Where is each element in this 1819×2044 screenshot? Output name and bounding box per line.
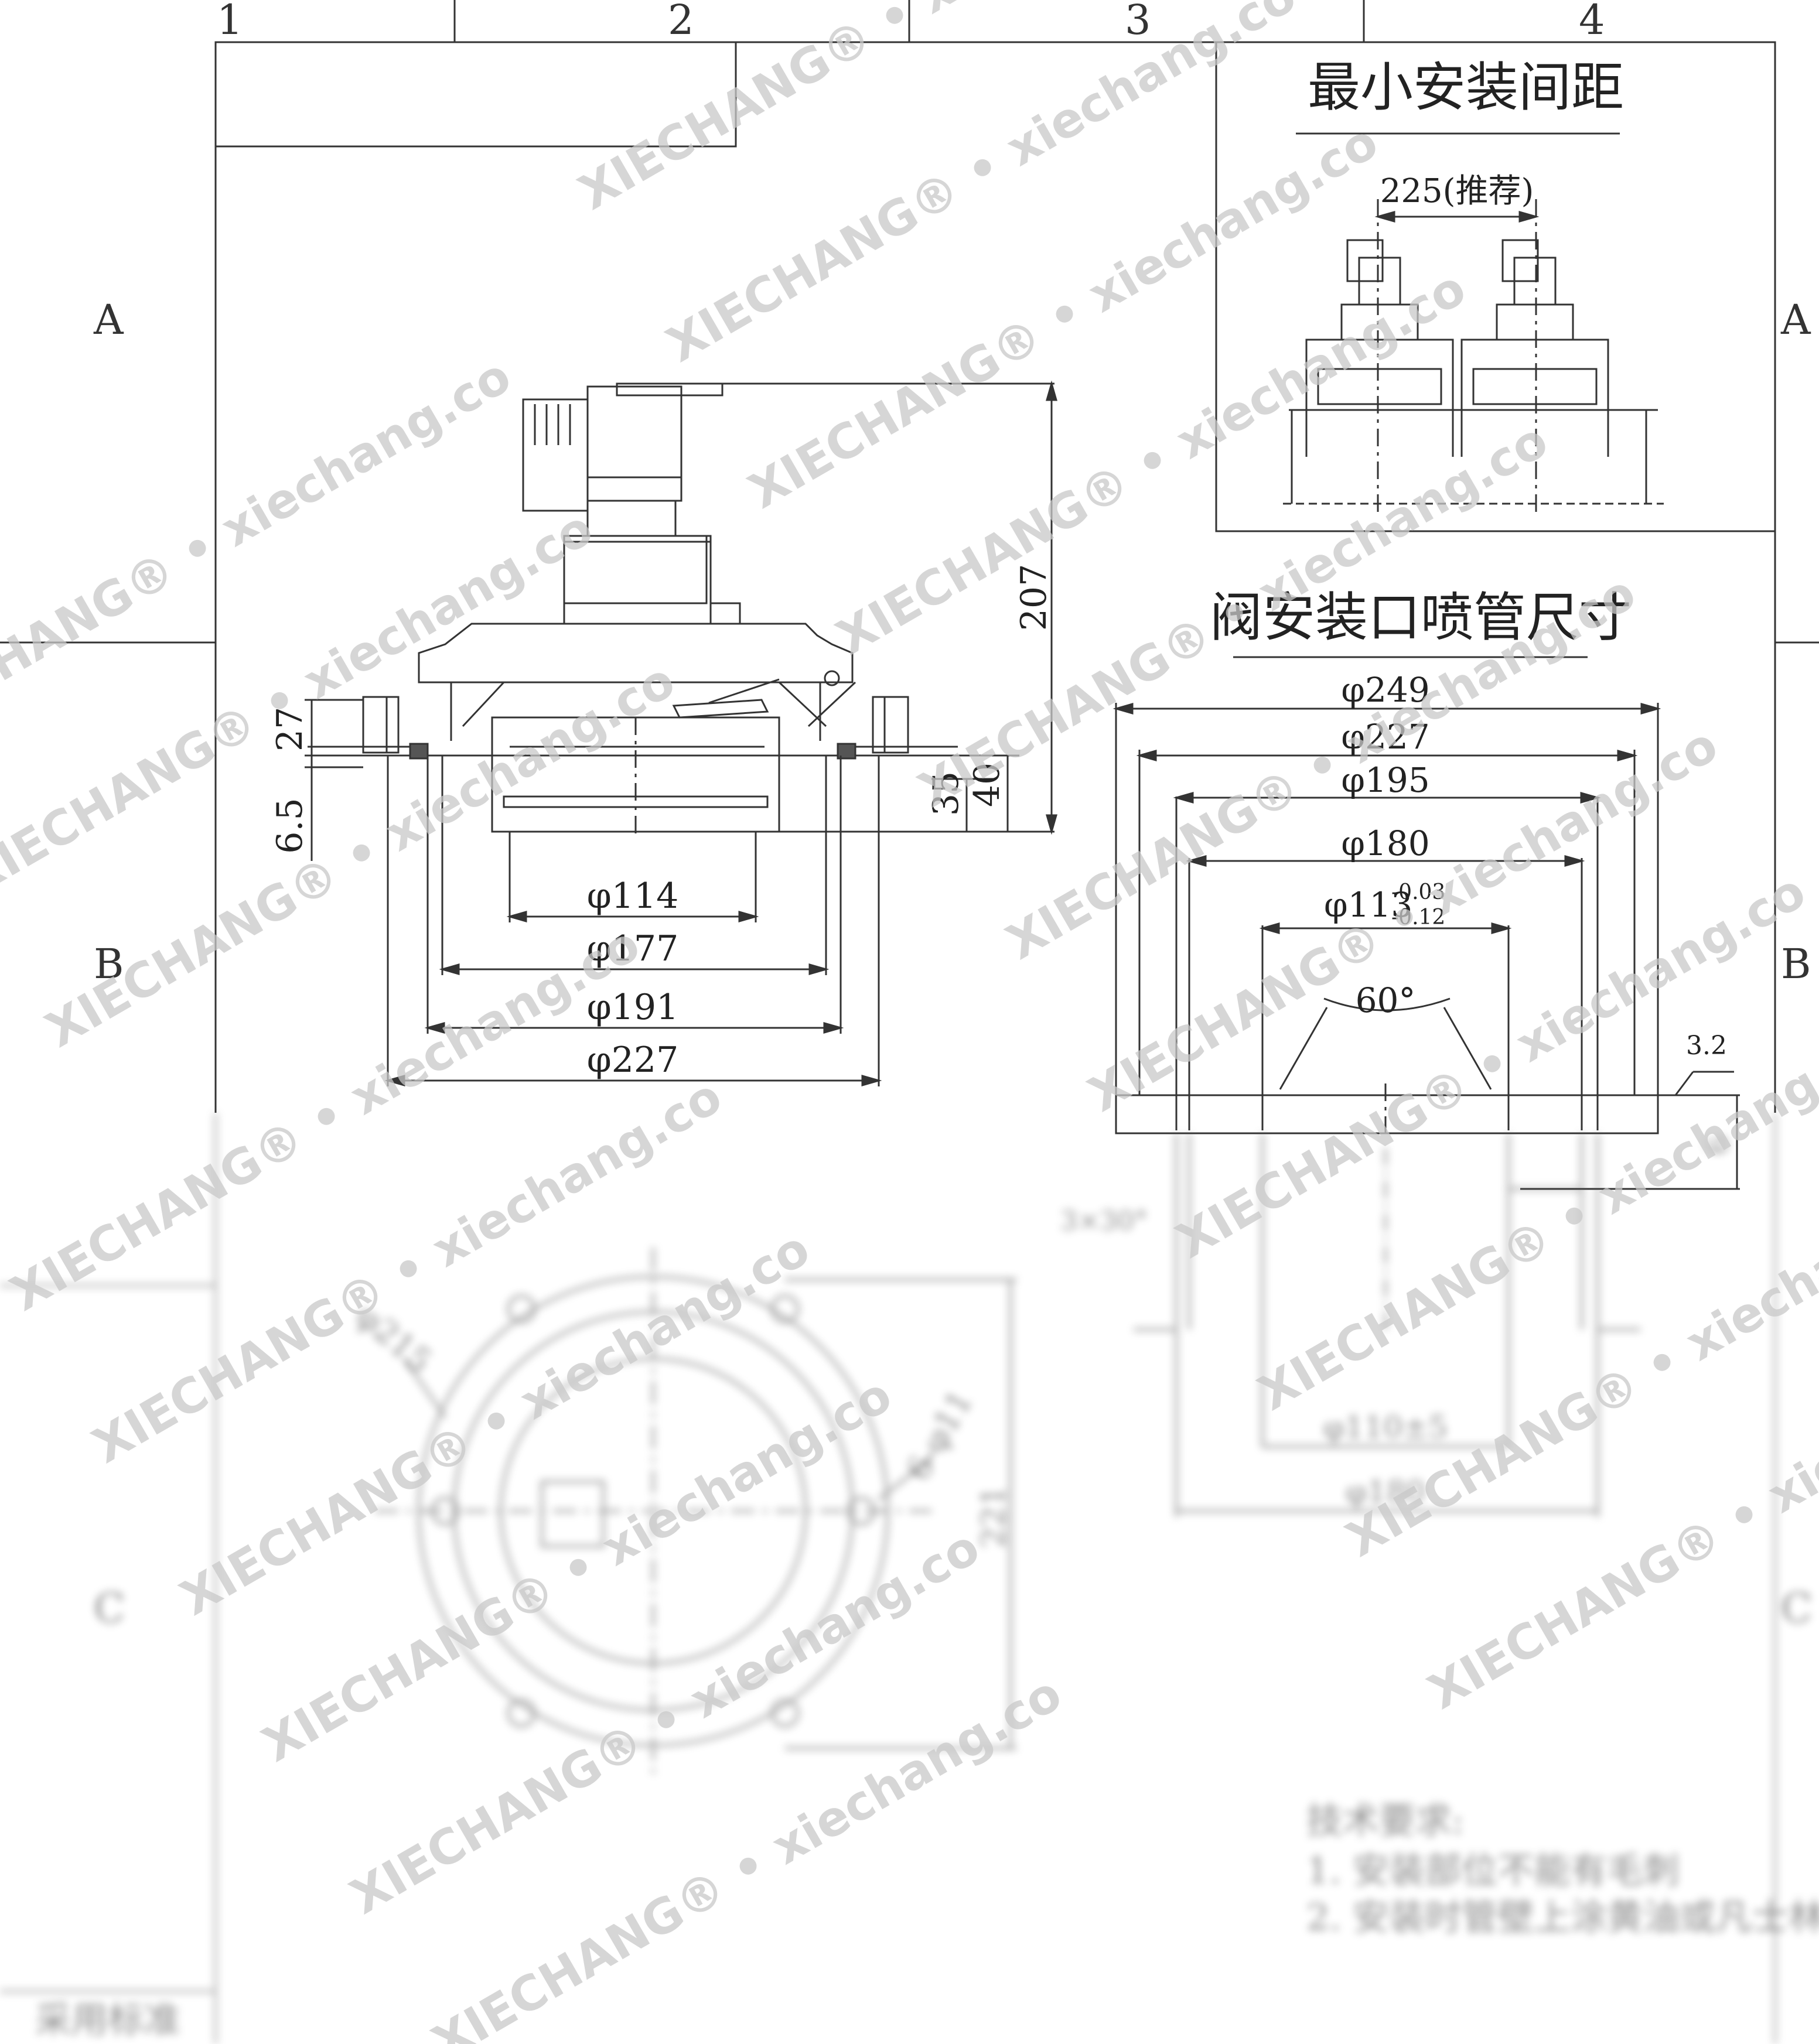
- dim-tolerance-lower: -0.12: [1391, 905, 1445, 929]
- min-spacing-title: 最小安装间距: [1308, 57, 1624, 118]
- pipe-mount-section: 阀安装口喷管尺寸: [1112, 587, 1740, 1190]
- dim-dia-227: φ227: [587, 1040, 679, 1081]
- min-spacing-dimension: 225(推荐): [1380, 172, 1534, 210]
- dim-dia-177: φ177: [587, 928, 679, 969]
- dim-dia-bottom: φ180: [1346, 1475, 1425, 1510]
- dim-dia-195: φ195: [1341, 760, 1429, 800]
- tech-requirement-2: 2. 安装时管壁上涂黄油或凡士林: [1306, 1896, 1819, 1939]
- dim-angle-60: 60°: [1356, 980, 1416, 1020]
- standard-label: 采用标准: [35, 1998, 180, 2041]
- zone-column-3: 3: [1125, 0, 1151, 44]
- zone-column-4: 4: [1579, 0, 1605, 44]
- zone-column-1: 1: [217, 0, 243, 44]
- dim-dia-110: φ110±5: [1323, 1410, 1448, 1445]
- drawing-frame-lower: [0, 1113, 1776, 2044]
- zone-row-a-right: A: [1780, 296, 1811, 344]
- dim-gasket-6-5: 6.5: [269, 798, 310, 853]
- tech-requirements-title: 技术要求:: [1306, 1799, 1464, 1842]
- dim-dia-113: φ113: [1324, 885, 1412, 925]
- zone-column-2: 2: [668, 0, 694, 44]
- dim-221: 221: [975, 1486, 1013, 1549]
- zone-row-c-left: C: [94, 1584, 125, 1632]
- dim-35: 35: [926, 771, 967, 816]
- dim-dia-227-pipe: φ227: [1341, 717, 1429, 757]
- zone-row-a-left: A: [93, 296, 124, 344]
- zone-row-c-right: C: [1781, 1584, 1813, 1632]
- dim-height-207: 207: [1013, 564, 1054, 631]
- zone-row-b-right: B: [1781, 940, 1811, 988]
- valve-elevation: [305, 380, 1057, 1086]
- valve-body-cover: [418, 623, 854, 683]
- valve-plan-view: [375, 1247, 1016, 1780]
- dim-flange-27: 27: [269, 707, 310, 751]
- dim-dia-114: φ114: [587, 876, 679, 917]
- zone-row-b-left: B: [94, 940, 124, 988]
- dim-dia-249: φ249: [1341, 670, 1429, 710]
- pipe-mount-title: 阀安装口喷管尺寸: [1210, 587, 1632, 648]
- dim-dia-191: φ191: [587, 987, 679, 1028]
- tech-requirement-1: 1. 安装部位不能有毛刺: [1306, 1849, 1680, 1892]
- plate-thickness: 6: [1701, 1135, 1736, 1154]
- dim-dia-180: φ180: [1341, 823, 1429, 863]
- surface-roughness: 3.2: [1686, 1031, 1727, 1061]
- chamfer-note: 3×30°: [1060, 1205, 1148, 1236]
- dim-40: 40: [967, 763, 1008, 807]
- dim-tolerance-upper: -0.03: [1391, 880, 1445, 904]
- min-spacing-panel: 最小安装间距 225(推荐): [1215, 41, 1776, 532]
